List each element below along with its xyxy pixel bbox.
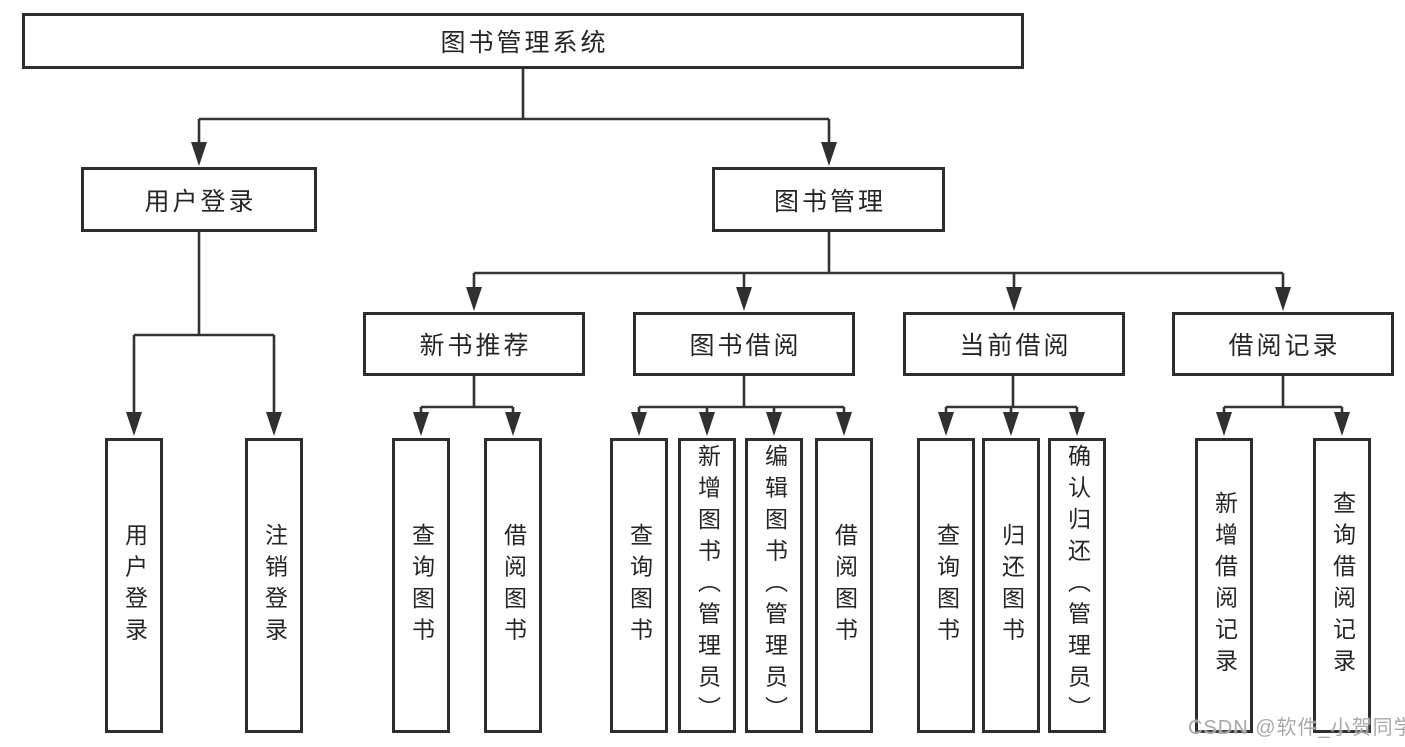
- leaf-query-books-recommend: 查询图书: [392, 438, 450, 733]
- leaf-return-books-label: 归还图书: [998, 522, 1025, 649]
- node-current-borrowing-label: 当前借阅: [959, 332, 1072, 360]
- leaf-query-books-borrowing: 查询图书: [610, 438, 668, 733]
- leaf-return-books: 归还图书: [982, 438, 1040, 733]
- leaf-borrow-books-recommend: 借阅图书: [484, 438, 542, 733]
- leaf-add-borrow-record-label: 新增借阅记录: [1211, 491, 1238, 680]
- leaf-query-books-current-label: 查询图书: [933, 522, 960, 649]
- node-book-management-label: 图书管理: [773, 187, 886, 216]
- node-book-borrowing-label: 图书借阅: [689, 332, 802, 360]
- leaf-add-borrow-record: 新增借阅记录: [1195, 438, 1253, 733]
- leaf-confirm-return-admin: 确认归还（管理员）: [1048, 438, 1106, 733]
- arrowheads: [126, 142, 1350, 436]
- node-book-management: 图书管理: [712, 167, 945, 232]
- node-library-management-system-label: 图书管理系统: [440, 29, 609, 57]
- node-borrowing-records: 借阅记录: [1172, 312, 1394, 376]
- leaf-add-book-admin: 新增图书（管理员）: [678, 438, 736, 733]
- connector-book-borrow-to-leaves: [637, 375, 846, 420]
- node-library-management-system: 图书管理系统: [22, 13, 1024, 69]
- node-current-borrowing: 当前借阅: [903, 312, 1125, 376]
- leaf-query-books-current: 查询图书: [917, 438, 975, 733]
- node-book-borrowing: 图书借阅: [633, 312, 855, 376]
- node-borrowing-records-label: 借阅记录: [1228, 332, 1341, 360]
- leaf-query-books-borrowing-label: 查询图书: [626, 522, 653, 649]
- csdn-watermark: CSDN @软件_小贺同学: [1188, 717, 1405, 739]
- connector-book-mgmt-to-level3: [472, 232, 1285, 295]
- leaf-logout-label: 注销登录: [261, 522, 288, 649]
- leaf-add-book-admin-label: 新增图书（管理员）: [694, 443, 721, 728]
- leaf-user-login-label: 用户登录: [121, 522, 148, 649]
- leaf-logout: 注销登录: [245, 438, 303, 733]
- connector-borrow-record-to-leaves: [1222, 375, 1344, 420]
- connector-user-login-to-leaves: [132, 232, 276, 420]
- leaf-edit-book-admin: 编辑图书（管理员）: [745, 438, 803, 733]
- leaf-user-login: 用户登录: [105, 438, 163, 733]
- leaf-query-borrow-record-label: 查询借阅记录: [1329, 491, 1356, 680]
- leaf-borrow-books-recommend-label: 借阅图书: [500, 522, 527, 649]
- leaf-query-borrow-record: 查询借阅记录: [1313, 438, 1371, 733]
- node-user-login-label: 用户登录: [144, 187, 257, 216]
- leaf-edit-book-admin-label: 编辑图书（管理员）: [761, 443, 788, 728]
- leaf-confirm-return-admin-label: 确认归还（管理员）: [1064, 443, 1091, 728]
- leaf-borrow-books-borrowing-label: 借阅图书: [831, 522, 858, 649]
- node-new-book-recommend: 新书推荐: [363, 312, 585, 376]
- leaf-borrow-books-borrowing: 借阅图书: [815, 438, 873, 733]
- node-user-login: 用户登录: [81, 167, 317, 232]
- node-new-book-recommend-label: 新书推荐: [419, 332, 532, 360]
- connector-new-book-rec-to-leaves: [419, 375, 515, 420]
- connector-root-to-level2: [197, 67, 831, 148]
- leaf-query-books-recommend-label: 查询图书: [408, 522, 435, 649]
